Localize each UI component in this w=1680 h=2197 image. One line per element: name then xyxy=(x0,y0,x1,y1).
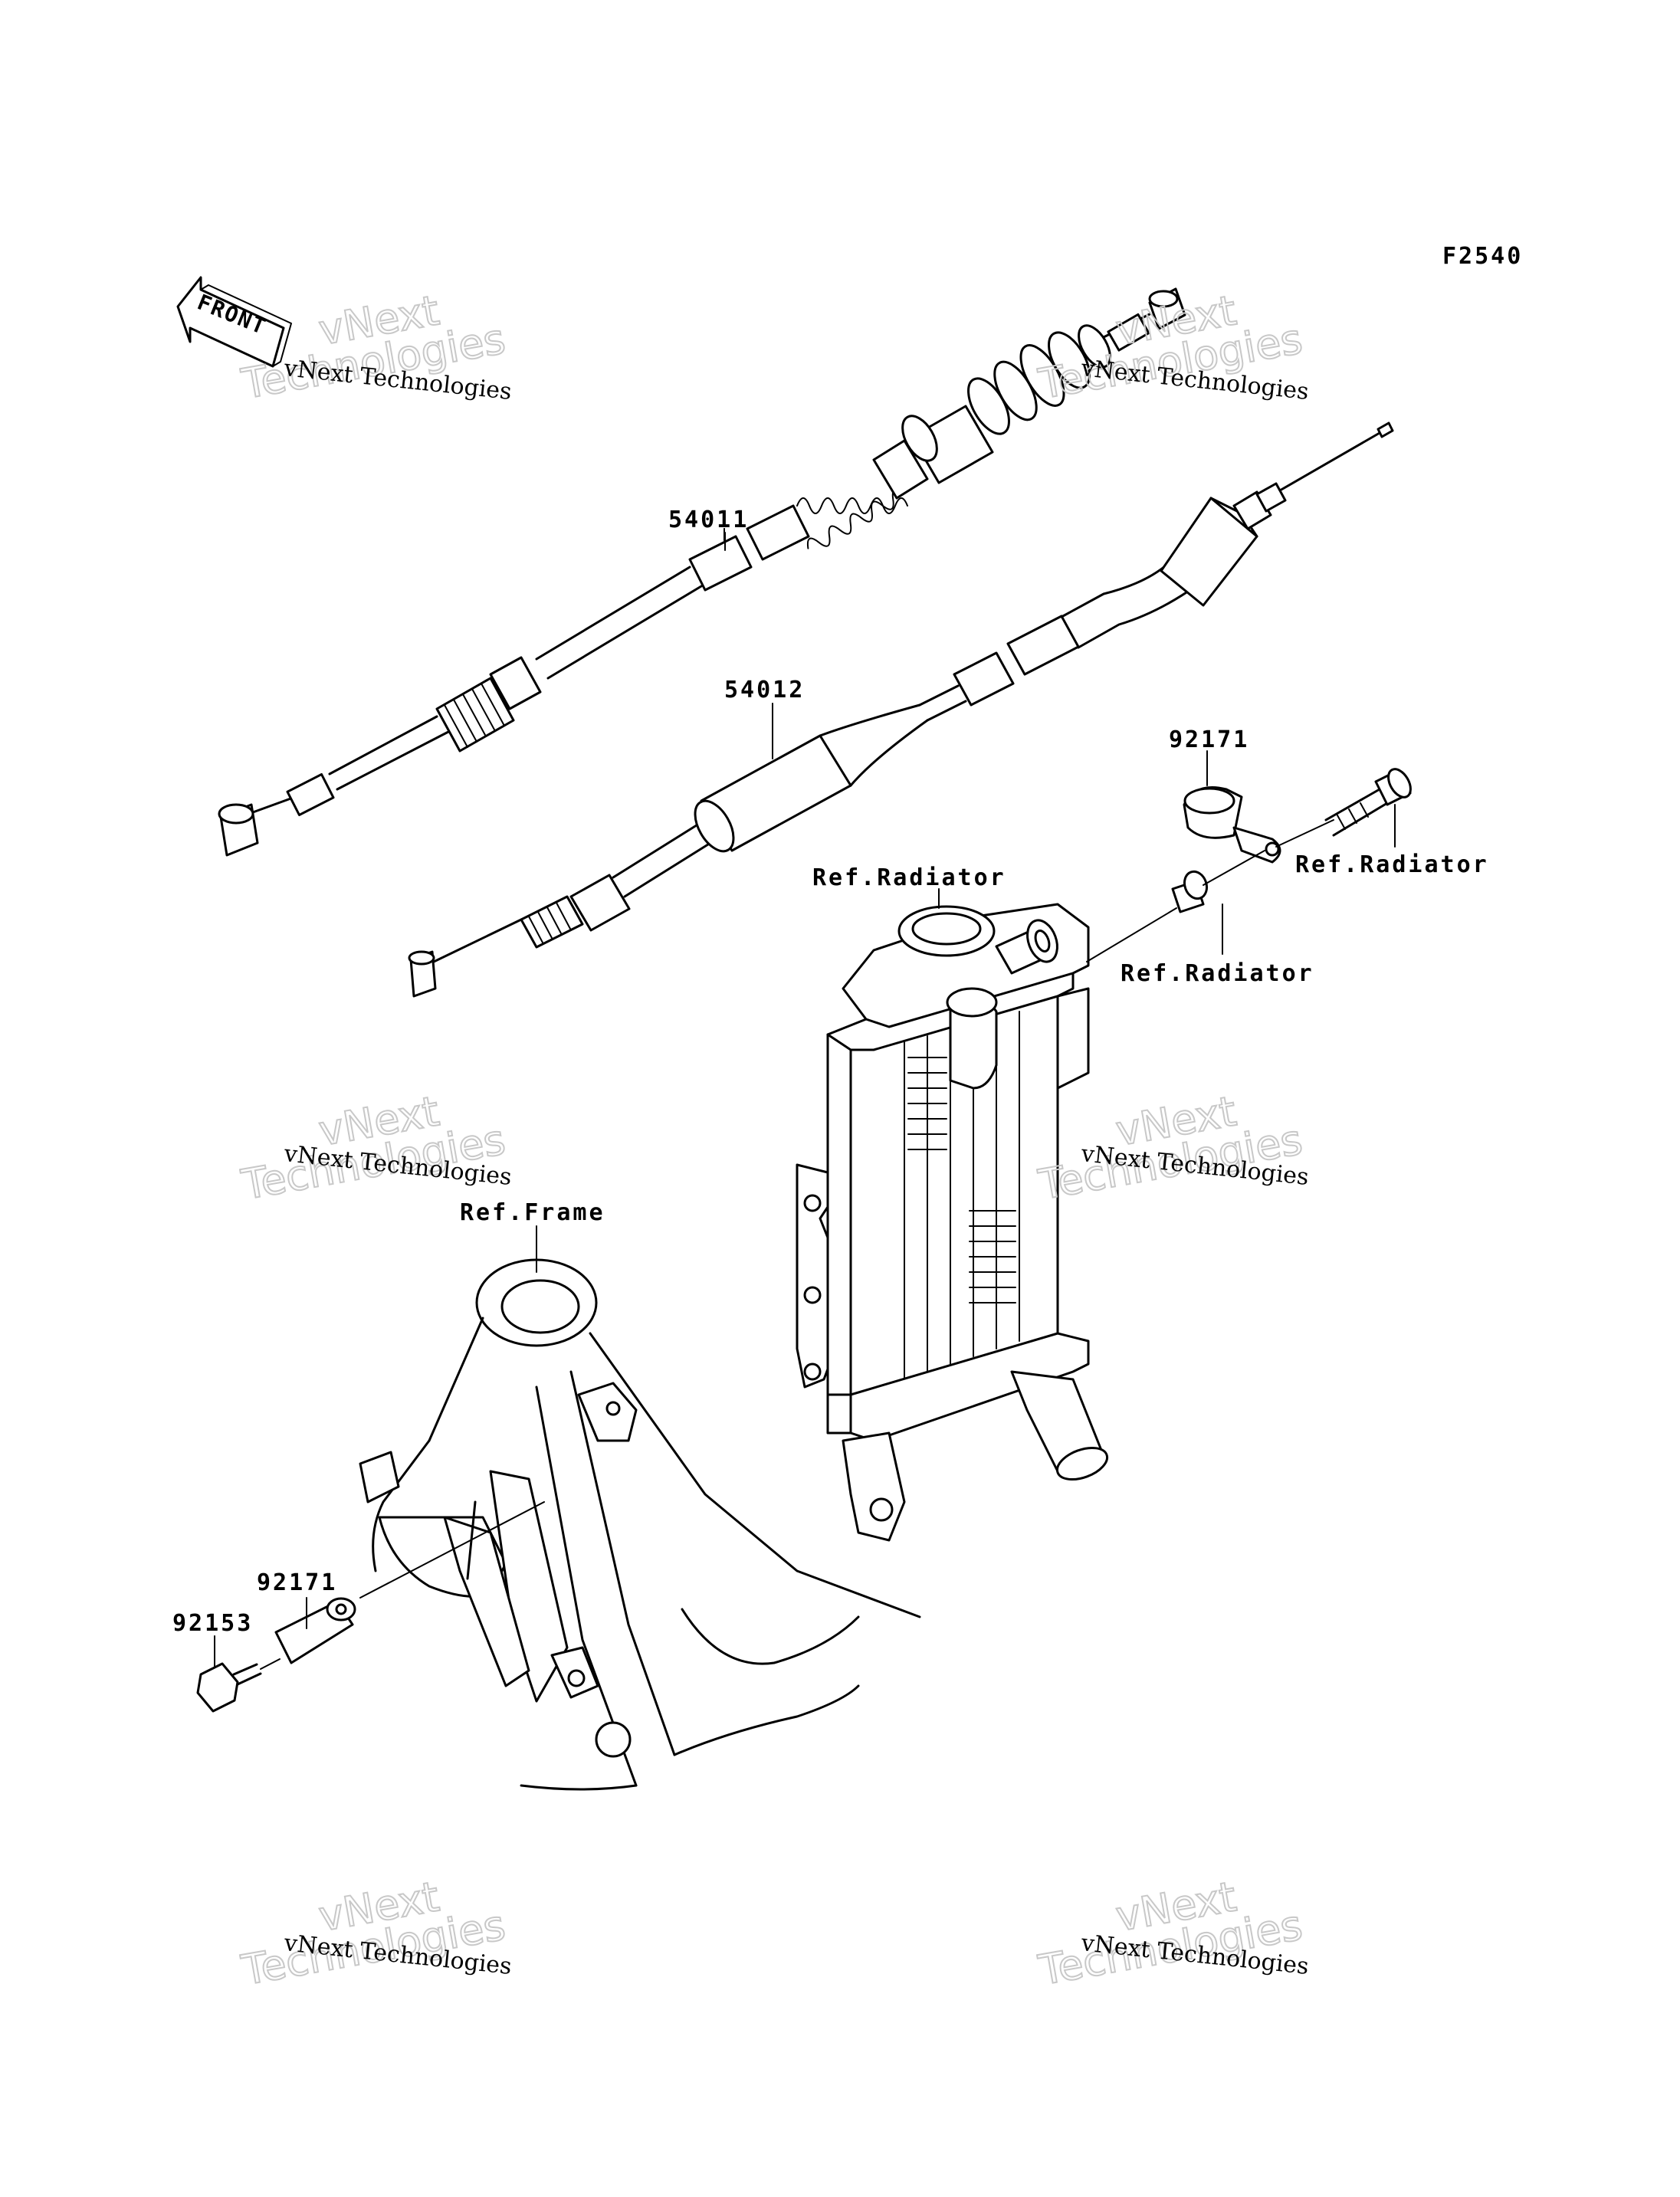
watermark-3: vNext Technologies vNext Technologies xyxy=(237,1086,513,1210)
bolt-top xyxy=(1324,768,1412,837)
assembly-line-clamp xyxy=(1203,850,1265,886)
part-label-92171-top: 92171 xyxy=(1169,726,1249,753)
radiator xyxy=(796,903,1109,1542)
diagram-id: F2540 xyxy=(1442,243,1523,270)
assembly-line-radiator xyxy=(1086,907,1177,962)
front-arrow-icon: FRONT xyxy=(176,276,292,368)
collar xyxy=(1171,870,1209,913)
ref-label-radiator-mid: Ref.Radiator xyxy=(1121,960,1314,987)
cable-54012 xyxy=(408,421,1394,998)
frame xyxy=(359,1258,921,1791)
part-label-92171-bottom: 92171 xyxy=(257,1569,337,1596)
clutch-cable-54011 xyxy=(218,287,1186,857)
watermark-6: vNext Technologies vNext Technologies xyxy=(1034,1871,1310,1995)
assembly-line-frame xyxy=(359,1501,545,1599)
clamp-92171-bottom xyxy=(274,1597,356,1664)
ref-label-frame: Ref.Frame xyxy=(460,1199,605,1226)
watermark-2: vNext Technologies vNext Technologies xyxy=(1034,285,1310,409)
part-label-92153: 92153 xyxy=(172,1610,253,1637)
part-label-54011: 54011 xyxy=(668,507,749,533)
clamp-92171-top xyxy=(1183,786,1281,864)
ref-label-radiator-right: Ref.Radiator xyxy=(1295,851,1489,878)
bolt-92153 xyxy=(196,1662,262,1713)
assembly-line-bolt-bottom xyxy=(260,1658,281,1670)
watermark-4: vNext Technologies vNext Technologies xyxy=(1034,1086,1310,1210)
assembly-line-bolt xyxy=(1275,819,1334,848)
part-label-54012: 54012 xyxy=(724,677,805,703)
watermark-5: vNext Technologies vNext Technologies xyxy=(237,1871,513,1995)
ref-label-radiator-top: Ref.Radiator xyxy=(812,864,1006,891)
